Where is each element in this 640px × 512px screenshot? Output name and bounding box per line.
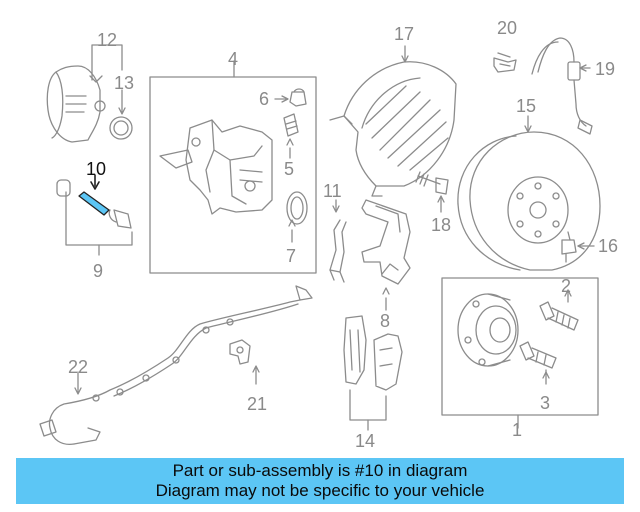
hub-bolt-part-3[interactable] <box>519 341 557 385</box>
caliper-carrier-part-8[interactable] <box>361 199 411 311</box>
wheel-bolt-part-2[interactable] <box>539 289 579 331</box>
wheel-speed-sensor-part-22[interactable] <box>39 285 313 446</box>
parts-diagram: 1 2 3 4 5 6 7 8 9 10 11 12 13 14 15 16 1… <box>39 18 619 451</box>
callout-15[interactable]: 15 <box>516 96 537 116</box>
guide-boot-part-7[interactable] <box>286 191 308 243</box>
callout-17[interactable]: 17 <box>394 24 415 44</box>
brake-rotor-part-15[interactable] <box>457 115 601 271</box>
callout-21[interactable]: 21 <box>247 394 268 414</box>
guide-bolt-part-10-highlighted[interactable] <box>78 174 110 216</box>
callout-22[interactable]: 22 <box>68 357 89 377</box>
callout-2[interactable]: 2 <box>561 276 572 296</box>
sensor-bracket-part-21[interactable] <box>229 339 260 385</box>
callout-10-highlighted[interactable]: 10 <box>86 159 107 179</box>
callout-13[interactable]: 13 <box>114 73 135 93</box>
wheel-hub-box-part-1 <box>441 277 599 416</box>
splash-shield-part-17[interactable] <box>329 45 457 197</box>
callout-1[interactable]: 1 <box>512 420 523 440</box>
caption-banner: Part or sub-assembly is #10 in diagram D… <box>16 458 624 504</box>
brake-pads-part-14[interactable] <box>343 315 403 431</box>
callout-12[interactable]: 12 <box>97 30 118 50</box>
bleeder-cap-part-6[interactable] <box>274 88 307 107</box>
caliper-assembly-box-part-4 <box>149 76 317 274</box>
rotor-screw-part-16[interactable] <box>561 231 595 263</box>
caption-line-2: Diagram may not be specific to your vehi… <box>155 481 485 500</box>
callout-18[interactable]: 18 <box>431 215 452 235</box>
callout-19[interactable]: 19 <box>595 59 616 79</box>
guide-pin-kit-part-9[interactable] <box>56 179 133 256</box>
anti-rattle-spring-part-11[interactable] <box>329 199 347 283</box>
seal-ring-part-13[interactable] <box>109 89 133 140</box>
callout-9[interactable]: 9 <box>93 261 104 281</box>
diagram-drawing <box>39 37 601 446</box>
callout-14[interactable]: 14 <box>355 431 376 451</box>
caption-line-1: Part or sub-assembly is #10 in diagram <box>172 461 468 480</box>
callout-6[interactable]: 6 <box>259 89 270 109</box>
callout-4[interactable]: 4 <box>228 49 239 69</box>
brake-hose-clip-part-20[interactable] <box>493 52 517 73</box>
callout-11[interactable]: 11 <box>323 181 342 201</box>
callout-16[interactable]: 16 <box>598 236 619 256</box>
wheel-hub-drawing[interactable] <box>457 293 519 367</box>
callout-5[interactable]: 5 <box>284 159 295 179</box>
brake-caliper-drawing[interactable] <box>159 119 273 215</box>
caliper-bolt-part-18[interactable] <box>415 171 449 213</box>
callout-7[interactable]: 7 <box>286 246 297 266</box>
callout-20[interactable]: 20 <box>497 18 518 38</box>
bleeder-screw-part-5[interactable] <box>283 113 299 159</box>
callout-3[interactable]: 3 <box>540 393 551 413</box>
callout-8[interactable]: 8 <box>380 311 391 331</box>
parking-brake-motor-part-12[interactable] <box>46 44 123 143</box>
brake-hose-part-19[interactable] <box>531 37 593 135</box>
